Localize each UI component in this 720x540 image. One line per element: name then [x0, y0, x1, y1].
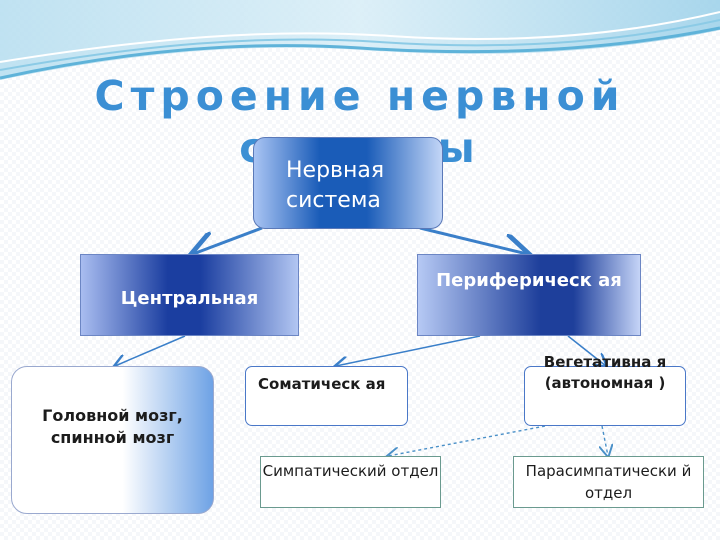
connector-vegetative-sympathetic [388, 426, 545, 456]
node-brain-spinal-cord: Головной мозг, спинной мозг [11, 366, 214, 514]
connector-vegetative-parasympathetic [602, 426, 608, 456]
node-central-label: Центральная [121, 288, 259, 309]
node-sympathetic-label: Симпатический отдел [263, 462, 439, 480]
node-peripheral-label: Периферическ ая [436, 270, 622, 291]
node-brain-spinal-cord-label: Головной мозг, спинной мозг [42, 406, 183, 447]
connector-root-central [193, 228, 262, 254]
node-vegetative: Вегетативна я (автономная ) [524, 366, 686, 426]
node-parasympathetic-label: Парасимпатически й отдел [526, 462, 692, 502]
node-nervous-system: Нервная система [253, 137, 443, 229]
node-parasympathetic: Парасимпатически й отдел [513, 456, 704, 508]
connector-peripheral-somatic [336, 336, 480, 366]
connector-root-peripheral [420, 228, 527, 254]
node-sympathetic: Симпатический отдел [260, 456, 441, 508]
node-central: Центральная [80, 254, 299, 336]
node-somatic: Соматическ ая [245, 366, 408, 426]
connector-central-brain [115, 336, 185, 366]
node-somatic-label: Соматическ ая [258, 375, 385, 393]
node-peripheral: Периферическ ая [417, 254, 641, 336]
node-vegetative-label: Вегетативна я (автономная ) [525, 352, 685, 394]
node-nervous-system-label: Нервная система [286, 158, 384, 213]
